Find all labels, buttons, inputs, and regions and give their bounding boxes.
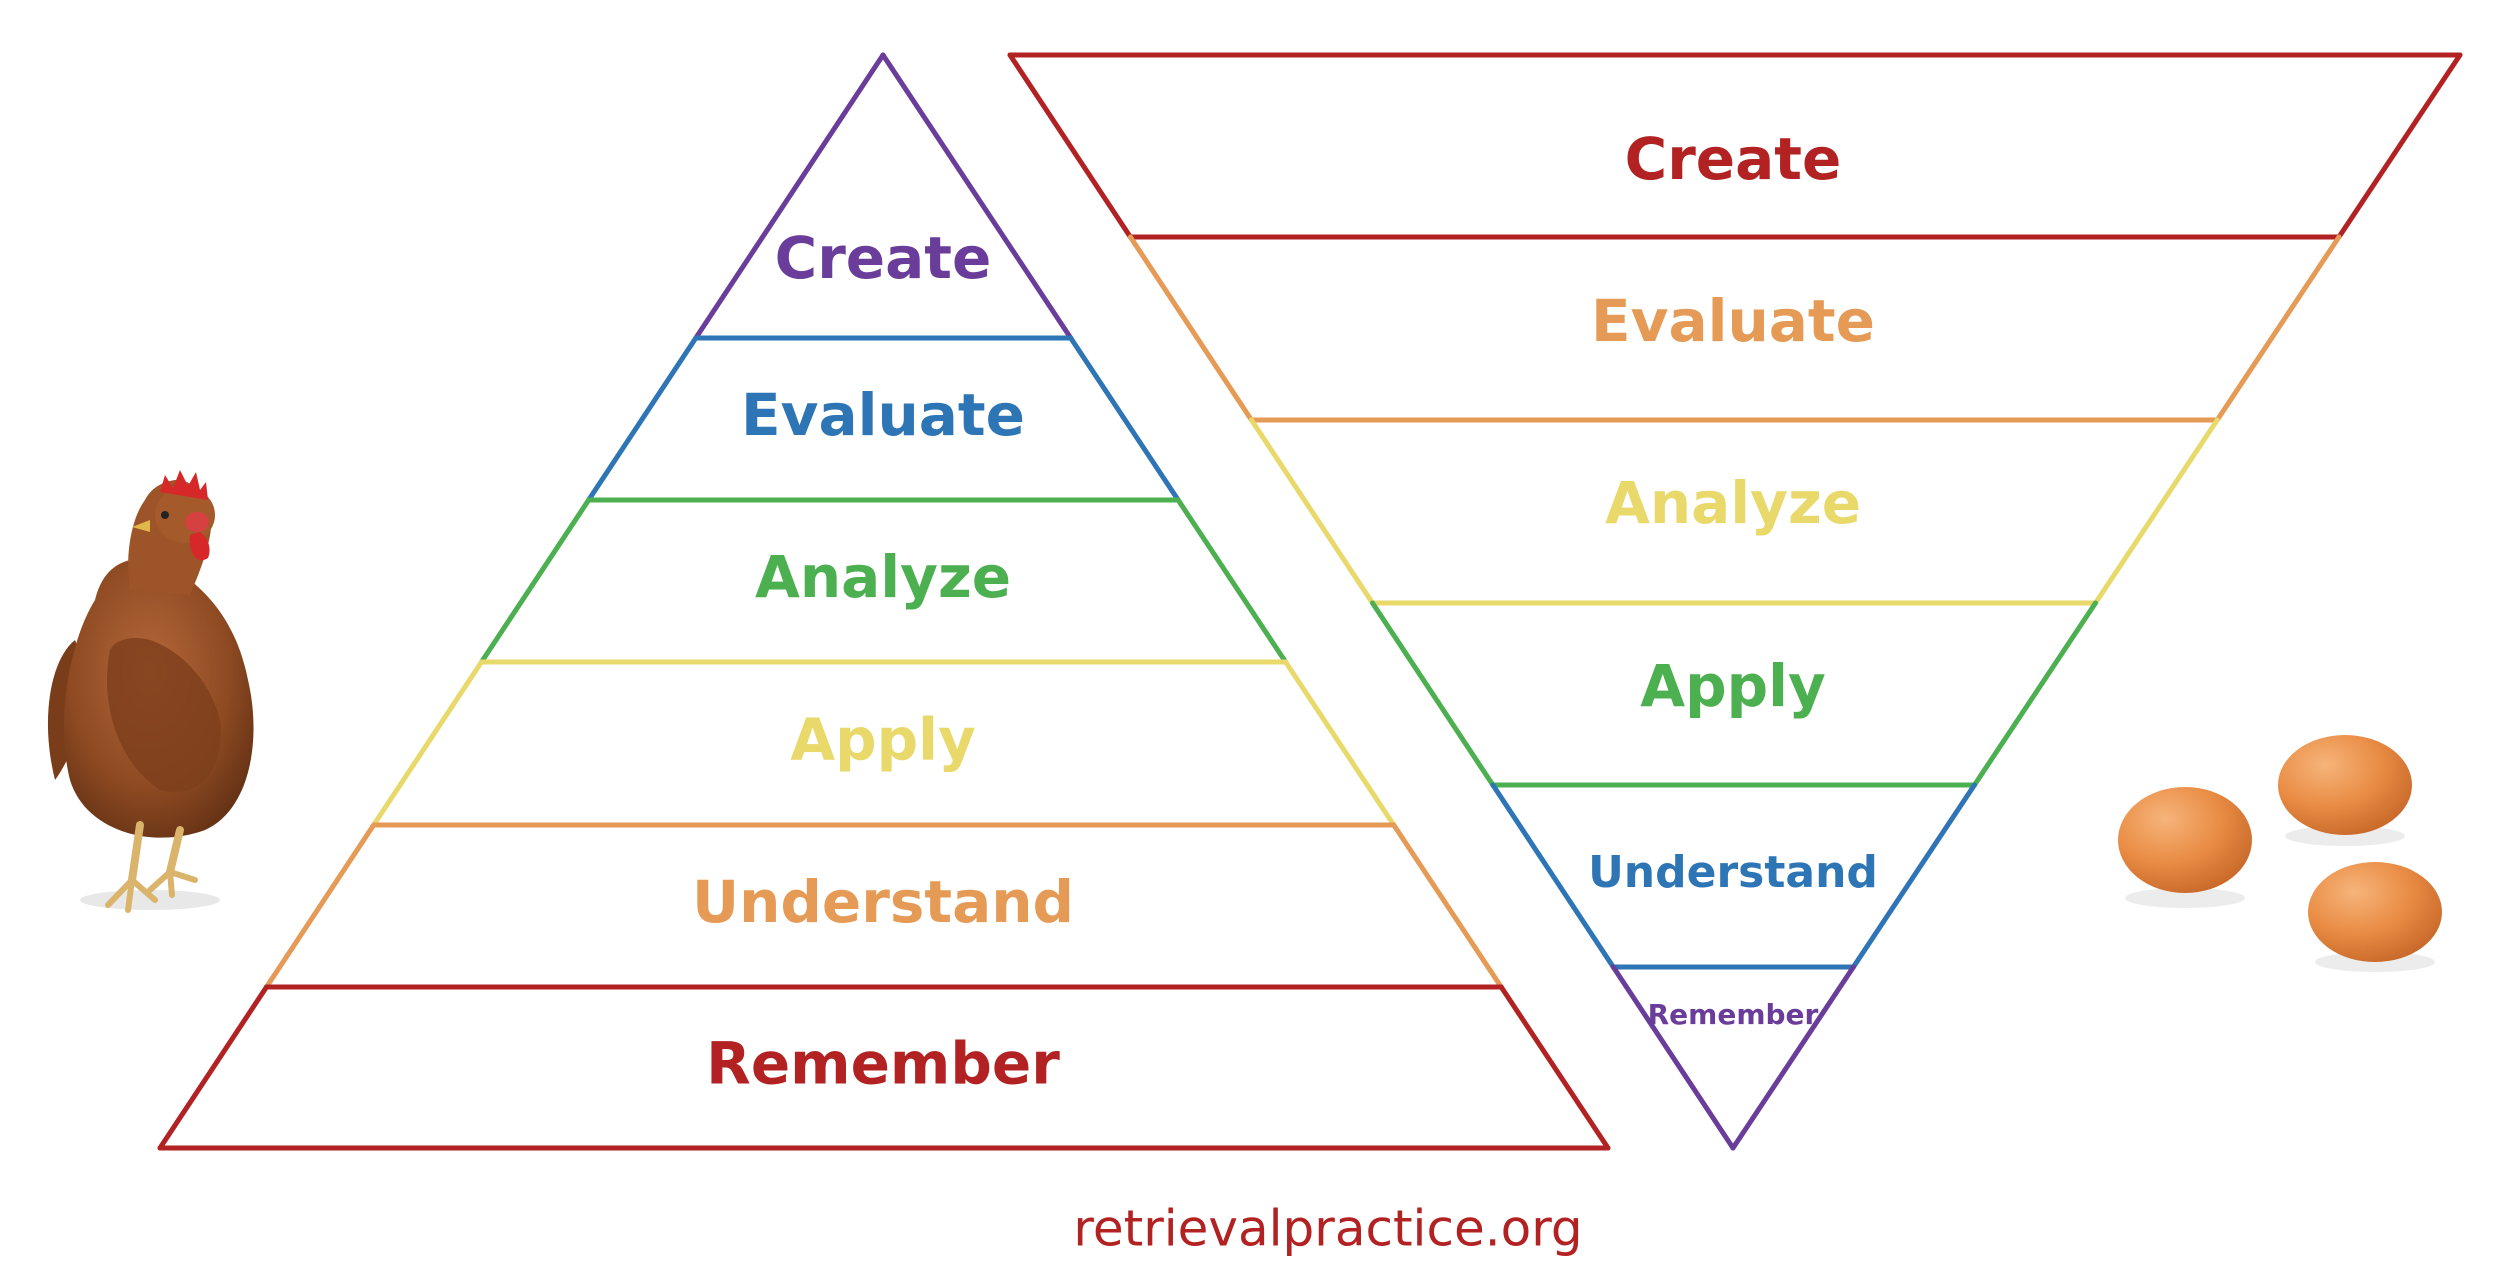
pyramid-right-edge <box>2214 234 2342 423</box>
level-label: Create <box>1625 125 1842 193</box>
egg <box>2118 787 2252 893</box>
level-label: Remember <box>706 1030 1060 1098</box>
pyramid-left-edge <box>1610 964 1736 1151</box>
pyramid-right-edge <box>1498 984 1611 1151</box>
level-label: Create <box>775 224 992 292</box>
pyramid-right-edge <box>1068 335 1181 503</box>
level-label: Remember <box>1648 998 1819 1031</box>
pyramid-right-edge <box>880 52 1074 341</box>
inverted-pyramid: CreateEvaluateAnalyzeApplyUnderstandReme… <box>1007 52 2463 1151</box>
pyramid-right-edge <box>1391 822 1504 990</box>
pyramid-left-edge <box>1248 417 1375 606</box>
level-label: Evaluate <box>1591 287 1875 355</box>
pyramid-left-edge <box>1490 782 1616 970</box>
level-label: Understand <box>692 868 1074 936</box>
footer-url: retrievalpractice.org <box>1073 1200 1582 1258</box>
pyramid-right-edge <box>1850 782 1977 970</box>
level-label: Analyze <box>755 543 1011 611</box>
level-label: Analyze <box>1605 469 1861 537</box>
pyramid-right-edge <box>1730 964 1856 1151</box>
eggs-illustration <box>2118 735 2442 972</box>
level-label: Understand <box>1588 847 1878 898</box>
pyramid-left-edge <box>157 984 269 1151</box>
egg <box>2308 862 2442 962</box>
pyramid-right-edge <box>2093 417 2220 606</box>
egg <box>2278 735 2412 835</box>
upright-pyramid: CreateEvaluateAnalyzeApplyUnderstandReme… <box>157 52 1611 1151</box>
chicken-illustration <box>47 470 254 913</box>
level-label: Apply <box>1640 652 1826 720</box>
level-label: Apply <box>790 706 976 774</box>
pyramid-right-edge <box>1283 659 1397 828</box>
pyramid-left-edge <box>371 659 484 828</box>
pyramid-left-edge <box>1369 600 1496 788</box>
pyramid-left-edge <box>586 335 699 503</box>
pyramid-left-edge <box>263 822 377 990</box>
pyramid-left-edge <box>1007 52 1133 240</box>
pyramid-left-edge <box>478 497 592 665</box>
pyramid-right-edge <box>1971 600 2099 788</box>
level-label: Evaluate <box>741 381 1025 449</box>
pyramid-right-edge <box>1175 497 1289 665</box>
pyramid-right-edge <box>2336 52 2463 240</box>
pyramid-left-edge <box>1127 234 1254 423</box>
pyramid-left-edge <box>693 52 886 341</box>
